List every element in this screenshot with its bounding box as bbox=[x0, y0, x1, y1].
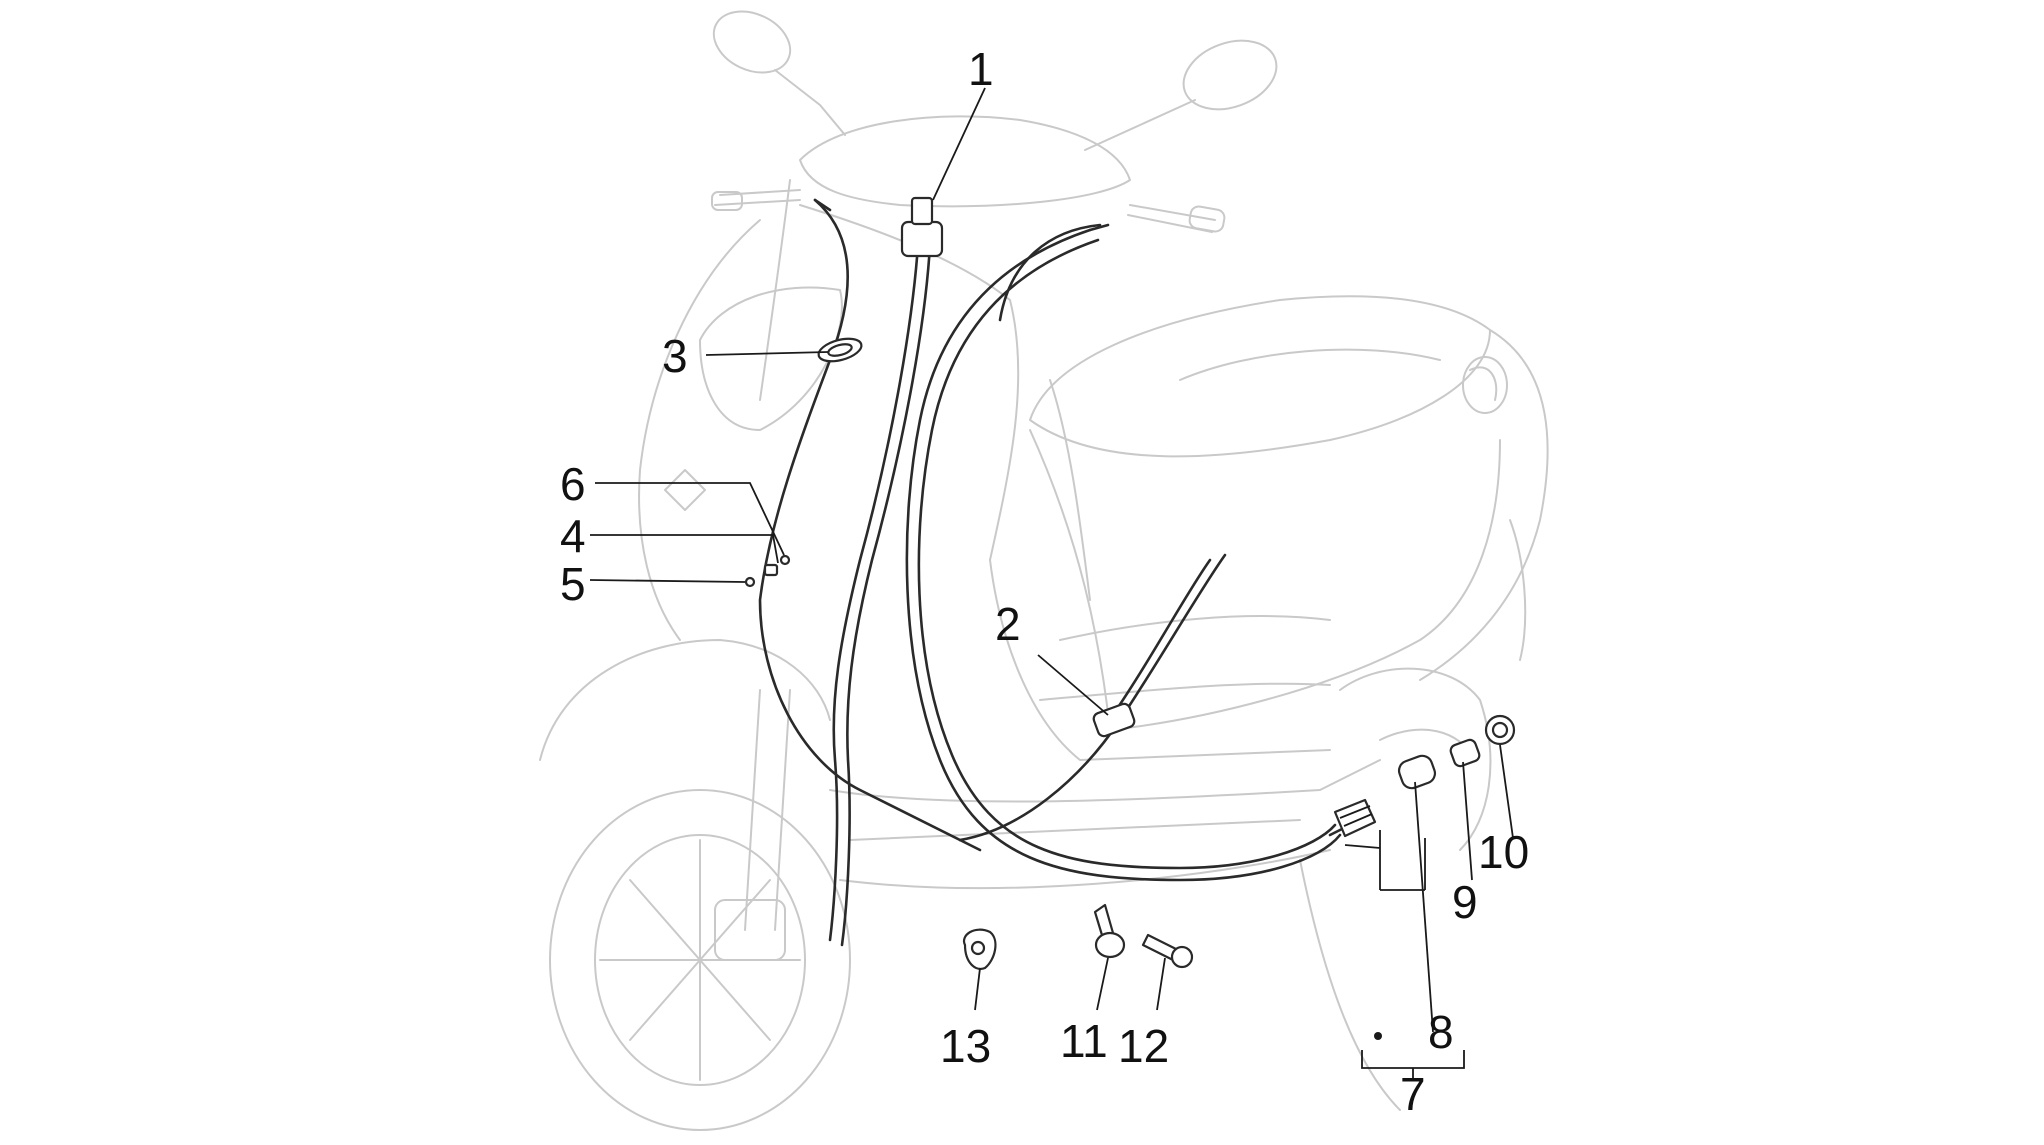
callout-5: 5 bbox=[560, 558, 586, 610]
callout-3: 3 bbox=[662, 330, 688, 382]
cables bbox=[758, 198, 1362, 947]
callout-1: 1 bbox=[968, 43, 994, 95]
callout-2: 2 bbox=[995, 598, 1021, 650]
part-13-clamp bbox=[962, 928, 997, 970]
part-1-splitter bbox=[900, 196, 944, 258]
part-7-dot bbox=[1374, 1032, 1382, 1040]
callout-4: 4 bbox=[560, 510, 586, 562]
part-8-barrel bbox=[1397, 754, 1437, 790]
callout-12: 12 bbox=[1118, 1020, 1169, 1072]
part-12-bolt bbox=[1141, 933, 1194, 969]
callout-11: 11 bbox=[1060, 1015, 1108, 1067]
scooter-outline bbox=[539, 10, 1549, 1131]
callout-labels: 1 2 3 6 4 5 10 9 8 7 13 11 12 bbox=[560, 43, 1529, 1120]
callout-6: 6 bbox=[560, 458, 586, 510]
callout-7: 7 bbox=[1400, 1068, 1426, 1120]
leader-lines bbox=[589, 87, 1514, 1078]
callout-9: 9 bbox=[1452, 876, 1478, 928]
part-11-bracket bbox=[1093, 903, 1126, 959]
part-7-spring bbox=[1333, 798, 1377, 838]
part-3-cable-ring bbox=[817, 337, 863, 363]
callout-13: 13 bbox=[940, 1020, 991, 1072]
callout-8: 8 bbox=[1428, 1006, 1454, 1058]
callout-10: 10 bbox=[1478, 826, 1529, 878]
part-4-5-6-clip bbox=[744, 554, 791, 588]
part-10-adjuster bbox=[1484, 714, 1516, 746]
part-9-sleeve bbox=[1449, 738, 1481, 768]
